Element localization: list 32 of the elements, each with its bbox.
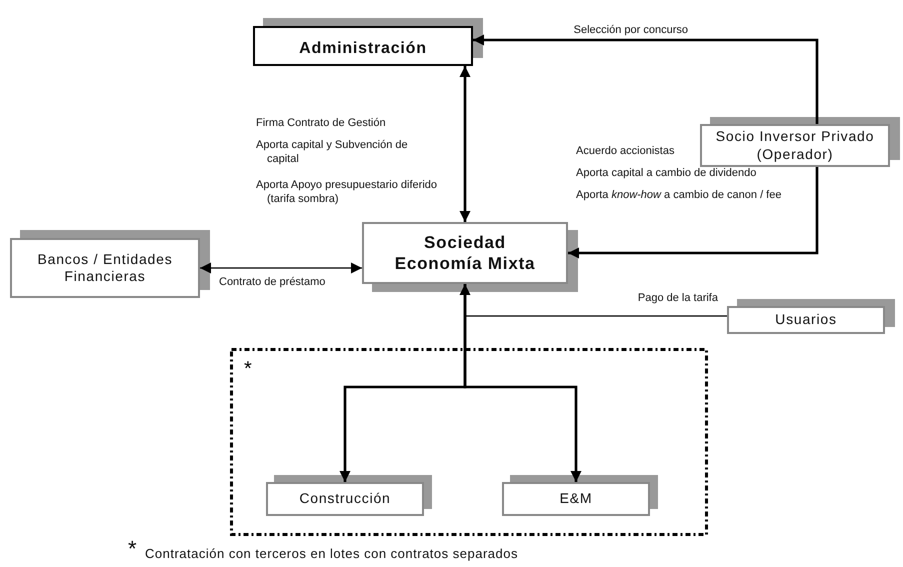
- entity-name: Usuarios: [775, 311, 837, 329]
- entity-box: [700, 117, 900, 167]
- arrow: [200, 262, 362, 274]
- entity-box: [266, 475, 432, 516]
- arrow: [464, 284, 582, 482]
- footnote-mark: *: [128, 535, 138, 563]
- footnote-text: Contratación con terceros en lotes con contratos separados: [145, 546, 519, 563]
- entity-box: [727, 299, 895, 334]
- edge-label: Selección por concurso: [572, 24, 690, 36]
- note-text: Aporta capital a cambio de dividendo: [576, 166, 758, 180]
- entity-name: E&M: [560, 490, 592, 508]
- note-text: Aporta Apoyo presupuestario diferido (tarifa sombra): [256, 178, 438, 207]
- note-text: Aporta capital y Subvención de capital: [256, 138, 409, 167]
- entity-box: [362, 222, 578, 292]
- arrow: [568, 167, 818, 258]
- note-text: Firma Contrato de Gestión: [256, 116, 387, 130]
- entity-box: [10, 230, 210, 298]
- edge-label: Contrato de préstamo: [217, 276, 328, 288]
- arrow: [473, 34, 818, 124]
- entity-name: Construcción: [299, 490, 391, 508]
- entity-name: Sociedad Economía Mixta: [394, 232, 536, 274]
- entity-box: [502, 475, 658, 516]
- footnote-mark: *: [244, 358, 252, 381]
- edge-label: Pago de la tarifa: [636, 292, 720, 304]
- entity-name: Socio Inversor Privado (Operador): [714, 128, 876, 163]
- entity-name: Bancos / Entidades Financieras: [36, 250, 174, 286]
- note-text: Acuerdo accionistas: [576, 144, 676, 158]
- note-text: Aporta know-how a cambio de canon / fee: [576, 188, 782, 202]
- entity-name: Administración: [299, 39, 427, 59]
- arrow: [460, 66, 470, 222]
- entity-box: [253, 18, 483, 66]
- dotted-group-frame: [230, 348, 708, 536]
